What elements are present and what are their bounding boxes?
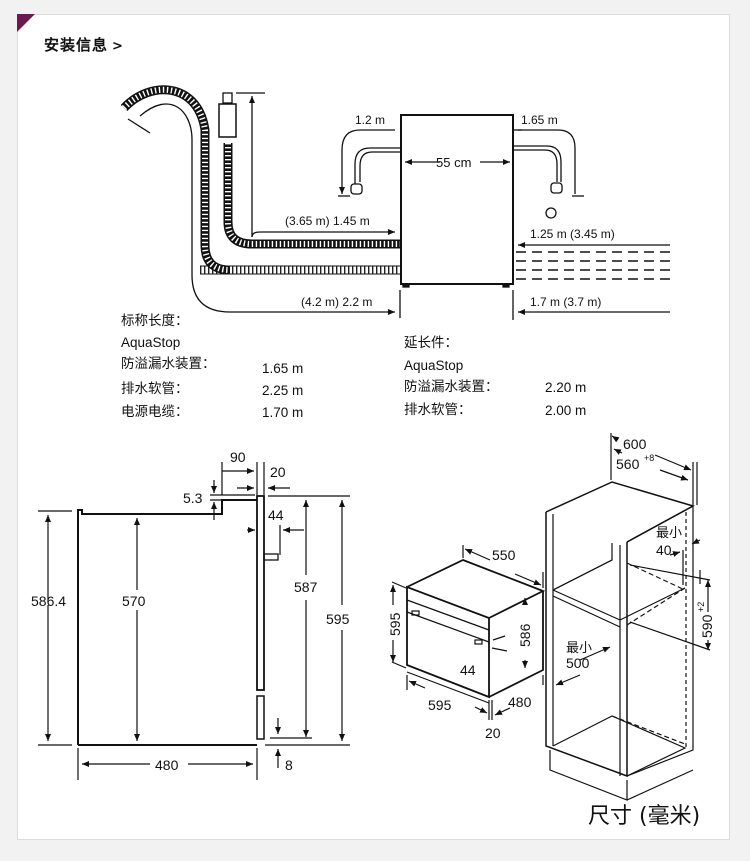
nominal-label-1: 排水软管： xyxy=(121,381,189,397)
side-view-labels: 90 20 5.3 44 586.4 570 587 595 480 8 xyxy=(31,449,350,773)
plug-left-icon xyxy=(350,183,363,195)
corner-accent xyxy=(17,14,35,32)
dim-560: 560 xyxy=(616,456,640,472)
chevron-right-icon: > xyxy=(112,39,124,54)
nominal-label-0: 防溢漏水装置： xyxy=(121,356,216,372)
dim-44: 44 xyxy=(268,507,284,523)
extension-value-0: 2.20 m xyxy=(545,380,586,395)
hose-diagram xyxy=(120,85,670,320)
dim-480: 480 xyxy=(155,757,179,773)
min-500-label: 最小 xyxy=(566,641,592,656)
dim-5-3: 5.3 xyxy=(183,490,203,506)
min-40-value: 40 xyxy=(656,542,672,558)
appliance-width: 55 cm xyxy=(436,155,471,170)
dim-550: 550 xyxy=(492,547,516,563)
units-caption: 尺寸 (毫米) xyxy=(588,804,700,829)
nominal-value-2: 1.70 m xyxy=(262,405,303,420)
dim-90: 90 xyxy=(230,449,246,465)
extension-aquastop: AquaStop xyxy=(404,358,463,373)
left-cable-length: 1.2 m xyxy=(355,113,385,127)
dim-586: 586 xyxy=(517,623,533,647)
min-500-value: 500 xyxy=(566,655,590,671)
dim-586-4: 586.4 xyxy=(31,593,66,609)
socket-icon xyxy=(545,207,557,219)
dim-595-width: 595 xyxy=(428,697,452,713)
nominal-value-1: 2.25 m xyxy=(262,383,303,398)
appliance-box xyxy=(400,114,514,285)
nominal-heading: 标称长度： xyxy=(121,313,189,329)
dim-595: 595 xyxy=(326,611,350,627)
extension-heading: 延长件： xyxy=(404,335,458,351)
oven-iso-diagram xyxy=(390,433,711,801)
iso-labels: 550 595 586 44 595 480 20 600 560 +8 最小 … xyxy=(387,436,715,741)
dim-20: 20 xyxy=(270,464,286,480)
dim-590: 590 xyxy=(699,614,715,638)
aquastop-valve-icon xyxy=(218,103,237,138)
min-40-label: 最小 xyxy=(656,526,682,541)
drain-hose-length: (4.2 m) 2.2 m xyxy=(301,295,372,309)
right-upper-length: 1.25 m (3.45 m) xyxy=(530,227,615,241)
nominal-aquastop: AquaStop xyxy=(121,335,180,350)
dim-595-height: 595 xyxy=(387,612,403,636)
length-table: 标称长度： AquaStop 防溢漏水装置： 1.65 m 排水软管： 2.25… xyxy=(121,313,586,420)
side-view-diagram xyxy=(38,462,350,780)
nominal-value-0: 1.65 m xyxy=(262,361,303,376)
dim-20-iso: 20 xyxy=(485,725,501,741)
extension-value-1: 2.00 m xyxy=(545,403,586,418)
plug-right-icon xyxy=(550,182,563,194)
dim-587: 587 xyxy=(294,579,318,595)
nominal-label-2: 电源电缆： xyxy=(121,404,189,420)
dim-560-tolerance: +8 xyxy=(644,453,654,463)
dim-8: 8 xyxy=(285,757,293,773)
dim-480-iso: 480 xyxy=(508,694,532,710)
section-title-text: 安装信息 xyxy=(44,36,109,54)
dim-590-tolerance: +2 xyxy=(696,602,706,612)
extension-label-0: 防溢漏水装置： xyxy=(404,379,499,395)
hose-labels: 1.2 m 1.65 m 55 cm (3.65 m) 1.45 m (4.2 … xyxy=(285,113,615,309)
aquastop-length: (3.65 m) 1.45 m xyxy=(285,214,370,228)
right-lower-length: 1.7 m (3.7 m) xyxy=(530,295,601,309)
right-cable-length: 1.65 m xyxy=(521,113,558,127)
dim-600: 600 xyxy=(623,436,647,452)
dim-44-iso: 44 xyxy=(460,662,476,678)
extension-label-1: 排水软管： xyxy=(404,402,472,418)
section-title[interactable]: 安装信息> xyxy=(44,34,124,55)
dim-570: 570 xyxy=(122,593,146,609)
